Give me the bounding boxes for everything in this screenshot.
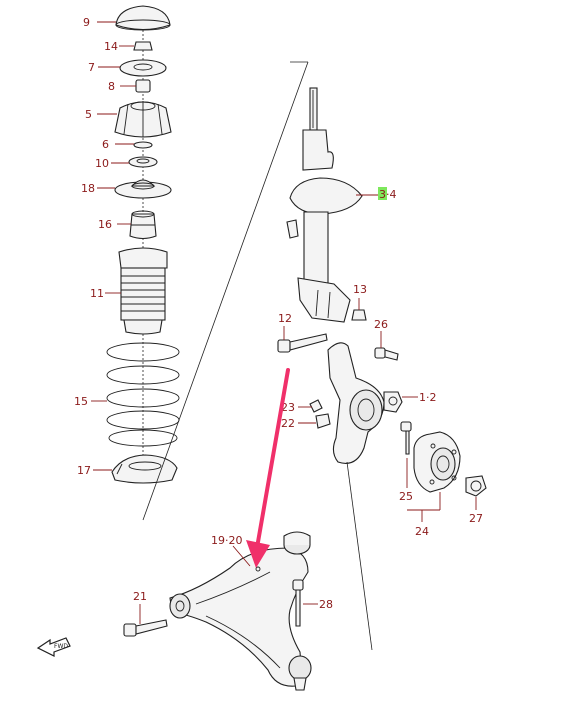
wheel-hub-part [413,431,461,493]
lower-seat-part [111,454,178,484]
callout-9: 9 [83,16,90,29]
callout-27: 27 [469,512,483,525]
dust-boot-part [118,247,168,335]
spring-seat-part [114,179,172,199]
callout-25: 25 [399,490,413,503]
hub-bolt-part [400,421,412,455]
callout-28: 28 [319,598,333,611]
highlight-3 [378,187,387,200]
bearing-part [128,156,158,168]
callout-5: 5 [85,108,92,121]
strut-nut-part [351,309,367,321]
washer-plate-part [119,59,167,77]
bushing-part [135,79,151,93]
leader-19-20 [232,545,251,567]
mount-nut-part [133,41,153,51]
callout-6: 6 [102,138,109,151]
fwd-label: FWD [54,643,68,650]
sensor-part [315,413,331,429]
callout-8: 8 [108,80,115,93]
guide-line-upper [142,61,309,521]
arm-bolt-part [123,619,168,637]
callout-22: 22 [281,417,295,430]
strut-mount-part [114,101,172,138]
callout-23: 23 [281,401,295,414]
annotation-arrow [246,368,290,568]
callout-7: 7 [88,61,95,74]
callout-19-20: 19·20 [211,534,243,547]
fwd-arrow-icon [36,637,71,657]
steering-knuckle-part [327,342,403,464]
callout-18: 18 [81,182,95,195]
coil-spring-part [106,342,180,447]
callout-17: 17 [77,464,91,477]
sensor-bolt-part [309,399,323,413]
callout-21: 21 [133,590,147,603]
callout-12: 12 [278,312,292,325]
callout-14: 14 [104,40,118,53]
guide-line-lower [346,461,373,651]
strut-assembly-part [286,87,363,323]
bump-stop-part [129,210,157,240]
callout-15: 15 [74,395,88,408]
control-arm-part [169,531,312,691]
callout-4: ·4 [386,188,397,201]
callout-24: 24 [415,525,429,538]
strut-bolt-part [277,333,328,353]
callout-1-2: 1·2 [419,391,437,404]
callout-13: 13 [353,283,367,296]
dust-cap-part [115,5,171,31]
small-washer-part [133,141,153,149]
callout-10: 10 [95,157,109,170]
callout-16: 16 [98,218,112,231]
knuckle-bolt-part [374,347,399,361]
hub-nut-part [465,475,487,497]
callout-3: 3 [379,188,386,201]
callout-26: 26 [374,318,388,331]
ball-joint-bolt-part [292,579,304,627]
callout-11: 11 [90,287,104,300]
